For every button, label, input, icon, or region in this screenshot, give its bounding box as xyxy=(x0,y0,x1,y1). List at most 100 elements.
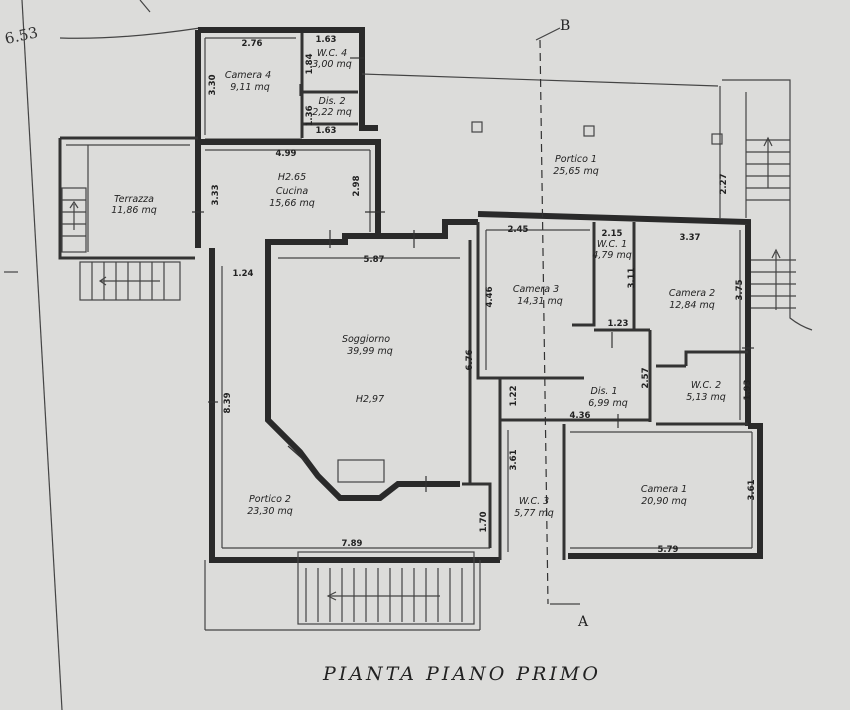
room-name: Soggiorno xyxy=(342,334,390,345)
room-area: 14,31 mq xyxy=(517,296,563,307)
dimension-label: 2.15 xyxy=(602,229,623,239)
room-wc1: W.C. 1 4,79 mq xyxy=(592,239,631,261)
room-area: 39,99 mq xyxy=(347,346,393,357)
dimension-label: 6.76 xyxy=(465,349,475,370)
dimension-label: 3.37 xyxy=(680,233,701,243)
handwritten-note: 6.53 xyxy=(3,23,39,48)
room-name: Camera 1 xyxy=(641,484,687,495)
south-stairs xyxy=(297,551,475,625)
dimension-label: 2.76 xyxy=(242,39,263,49)
dimension-label: 8.39 xyxy=(223,392,233,413)
room-name: Terrazza xyxy=(114,194,154,205)
dimension-label: 1.93 xyxy=(743,379,753,400)
column xyxy=(583,125,595,137)
dimension-label: 1.63 xyxy=(316,35,337,45)
dimension-label: 1.24 xyxy=(233,269,254,279)
room-soggiorno: Soggiorno 39,99 mq H2,97 xyxy=(342,334,393,405)
dimension-label: 3.61 xyxy=(747,479,757,500)
dimension-label: 2.57 xyxy=(641,367,651,388)
room-height: H2,97 xyxy=(356,394,384,405)
wall xyxy=(477,211,751,426)
wall xyxy=(568,423,763,559)
dimension-label: 1.36 xyxy=(305,105,315,126)
section-arrow xyxy=(535,27,561,41)
plan-title: PIANTA PIANO PRIMO xyxy=(322,663,601,685)
wall xyxy=(476,222,584,380)
room-name: Portico 1 xyxy=(555,154,597,165)
wall xyxy=(265,290,460,501)
room-wc3: W.C. 3 5,77 mq xyxy=(514,496,553,519)
room-name: W.C. 1 xyxy=(597,239,627,250)
room-cucina: H2.65 Cucina 15,66 mq xyxy=(269,172,315,209)
room-name: Camera 4 xyxy=(225,70,271,81)
room-dis1: Dis. 1 6,99 mq xyxy=(588,386,627,409)
room-area: 11,86 mq xyxy=(111,205,157,216)
room-name: W.C. 2 xyxy=(691,380,721,391)
wall xyxy=(198,139,381,290)
room-area: 4,79 mq xyxy=(592,250,631,261)
dimension-label: 7.89 xyxy=(342,539,363,549)
dimension-label: 3.30 xyxy=(208,74,218,95)
room-area: 2,22 mq xyxy=(312,107,351,118)
room-camera3: Camera 3 14,31 mq xyxy=(513,284,563,307)
sheet-mark xyxy=(139,0,151,13)
room-camera1: Camera 1 20,90 mq xyxy=(641,484,687,507)
dimension-label: 1.70 xyxy=(479,511,489,532)
dimension-label: 3.11 xyxy=(627,267,637,288)
dimension-label: 2.45 xyxy=(508,225,529,235)
column xyxy=(471,121,483,133)
dimension-label: 3.61 xyxy=(509,449,519,470)
room-portico1: Portico 1 25,65 mq xyxy=(553,154,599,177)
room-name: W.C. 3 xyxy=(519,496,549,507)
wall xyxy=(684,350,748,366)
room-portico2: Portico 2 23,30 mq xyxy=(247,494,293,517)
wall xyxy=(58,138,195,260)
dimension-label: 4.99 xyxy=(276,149,297,159)
dimension-label: 2.27 xyxy=(719,173,729,194)
room-height: H2.65 xyxy=(278,172,306,183)
opening-marks xyxy=(192,57,754,492)
room-area: 5,13 mq xyxy=(686,392,725,403)
room-name: W.C. 4 xyxy=(317,48,347,59)
room-area: 25,65 mq xyxy=(553,166,599,177)
room-name: Portico 2 xyxy=(249,494,291,505)
room-terrazza: Terrazza 11,86 mq xyxy=(111,194,157,216)
section-line xyxy=(539,39,549,605)
room-area: 20,90 mq xyxy=(641,496,687,507)
room-wc2: W.C. 2 5,13 mq xyxy=(686,380,725,403)
room-camera2: Camera 2 12,84 mq xyxy=(669,288,715,311)
fireplace xyxy=(337,459,385,483)
dimension-label: 1.63 xyxy=(316,126,337,136)
dimension-label: 1.22 xyxy=(509,385,519,406)
dimension-label: 5.87 xyxy=(364,255,385,265)
room-name: Camera 3 xyxy=(513,284,559,295)
room-area: 9,11 mq xyxy=(230,82,269,93)
handwritten-stroke xyxy=(59,27,201,39)
dimension-label: 2.98 xyxy=(352,175,362,196)
east-stairs xyxy=(722,79,813,331)
dimension-label: 1.84 xyxy=(305,53,315,74)
dimension-label: 4.46 xyxy=(485,286,495,307)
sheet-margin-line xyxy=(21,0,63,710)
room-name: Dis. 1 xyxy=(591,386,618,397)
wall xyxy=(572,222,596,327)
room-area: 5,77 mq xyxy=(514,508,553,519)
room-area: 6,99 mq xyxy=(588,398,627,409)
room-camera4: Camera 4 9,11 mq xyxy=(225,70,271,93)
section-label-a: A xyxy=(577,614,589,630)
room-wc4: W.C. 4 3,00 mq xyxy=(312,48,351,70)
dimension-label: 4.36 xyxy=(570,411,591,421)
room-name: Camera 2 xyxy=(669,288,715,299)
room-dis2: Dis. 2 2,22 mq xyxy=(312,96,351,118)
terrace-stairs xyxy=(61,187,181,301)
dimension-label: 3.75 xyxy=(735,279,745,300)
room-area: 12,84 mq xyxy=(669,300,715,311)
room-area: 23,30 mq xyxy=(247,506,293,517)
dimension-label: 1.23 xyxy=(608,319,629,329)
room-name: Cucina xyxy=(276,186,309,197)
room-name: Dis. 2 xyxy=(319,96,346,107)
section-label-b: B xyxy=(560,18,570,34)
room-area: 3,00 mq xyxy=(312,59,351,70)
